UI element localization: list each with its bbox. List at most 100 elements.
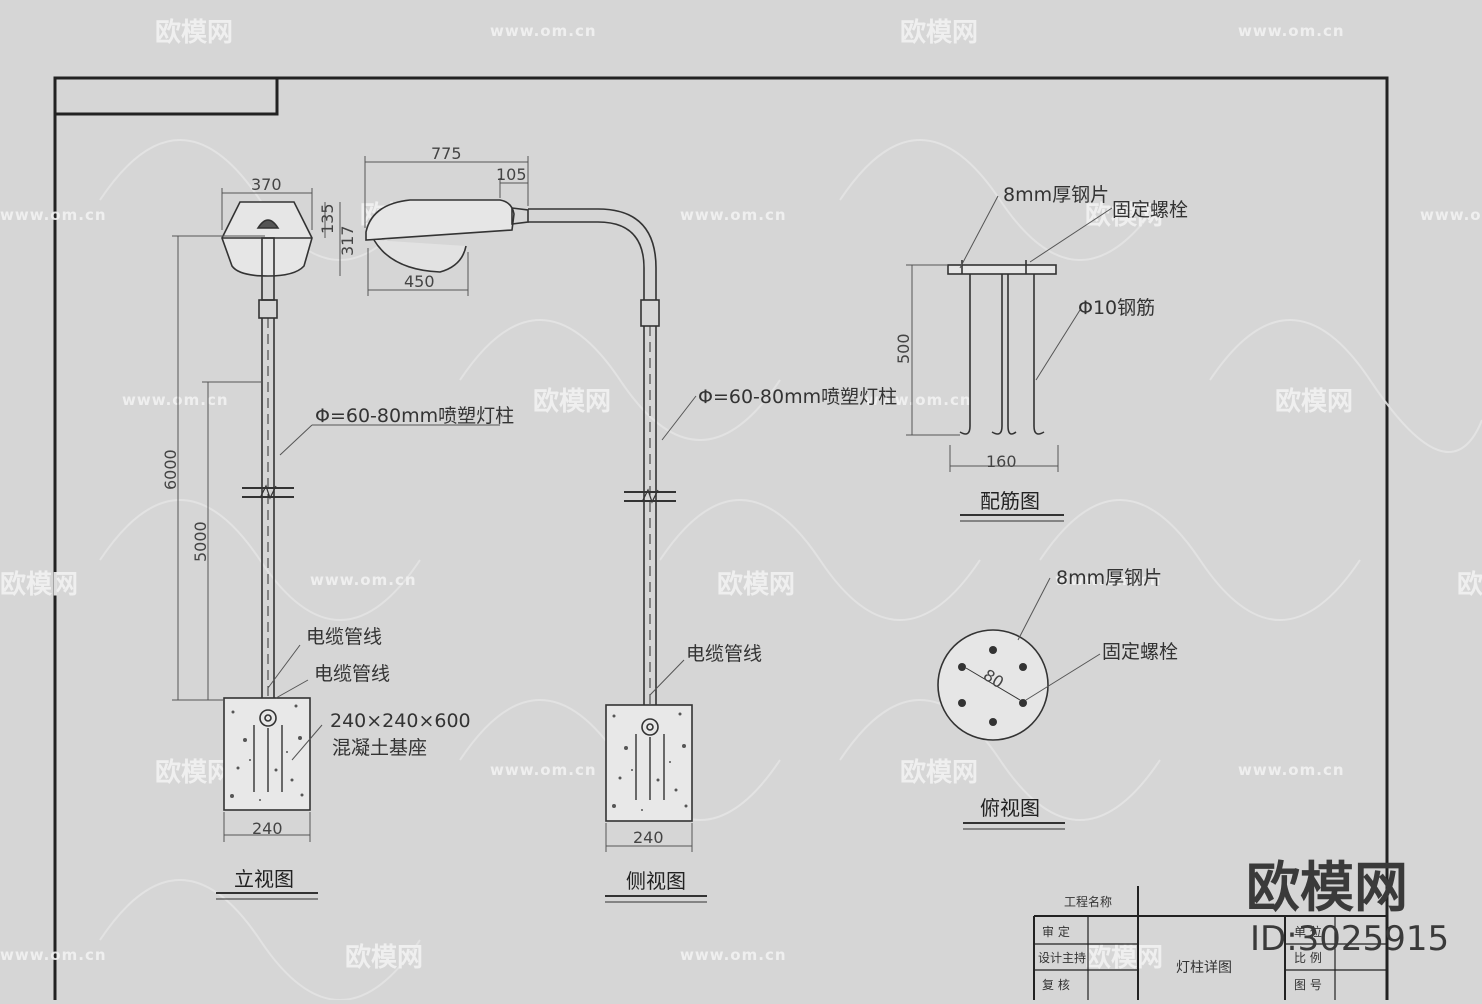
wm-brand: 欧模网 xyxy=(155,757,233,788)
front-dim-base-w: 240 xyxy=(252,819,283,838)
side-dim-lamp: 450 xyxy=(404,272,435,291)
front-label-cable2: 电缆管线 xyxy=(314,663,390,685)
side-lamp-body xyxy=(365,199,515,241)
front-base xyxy=(223,697,311,811)
tb-right-row-2: 比 例 xyxy=(1294,951,1322,965)
front-lamp-head xyxy=(221,201,313,277)
rebar-label-rebar: Φ10钢筋 xyxy=(1078,297,1155,319)
wm-site: www.om.cn xyxy=(490,22,597,40)
side-view-title: 侧视图 xyxy=(626,869,686,893)
front-lamp-cap xyxy=(256,219,280,229)
side-label-cable: 电缆管线 xyxy=(686,643,762,665)
front-view-title: 立视图 xyxy=(234,867,294,891)
front-dim-head-total: 317 xyxy=(338,225,357,256)
top-title-underline xyxy=(963,822,1065,830)
rebar-bar-2 xyxy=(991,274,1017,435)
side-base-rebar xyxy=(635,734,665,800)
top-label-bolt: 固定螺栓 xyxy=(1102,641,1178,663)
side-base xyxy=(605,704,693,822)
side-leaders xyxy=(649,395,697,696)
wm-brand: 欧模网 xyxy=(900,757,978,788)
top-label-plate: 8mm厚钢片 xyxy=(1056,567,1162,589)
side-title-underline xyxy=(605,895,707,903)
rebar-bar-1 xyxy=(959,274,971,435)
wm-site: www.om.cn xyxy=(122,391,229,409)
side-dim-base-w: 240 xyxy=(633,828,664,847)
top-view-title: 俯视图 xyxy=(980,796,1040,820)
front-base-rebar xyxy=(253,725,283,792)
front-label-cable1: 电缆管线 xyxy=(306,626,382,648)
tb-right-row-3: 图 号 xyxy=(1294,978,1322,992)
wm-brand: 欧模网 xyxy=(1275,386,1353,417)
drawing-frame xyxy=(53,76,1389,1004)
tb-row-1: 审 定 xyxy=(1042,924,1070,939)
front-lamp-joint xyxy=(258,299,278,319)
front-label-base-desc: 混凝土基座 xyxy=(332,737,427,759)
wm-big-brand: 欧模网 xyxy=(1246,856,1408,919)
rebar-title-underline xyxy=(960,514,1064,522)
tb-row-2: 设计主持 xyxy=(1038,950,1086,965)
wm-site: www.om.cn xyxy=(490,761,597,779)
rebar-dimensions xyxy=(906,264,1059,472)
wm-brand: 欧模网 xyxy=(533,386,611,417)
wm-brand: 欧模网 xyxy=(0,569,78,600)
wm-site: www.om.cn xyxy=(865,391,972,409)
rebar-view xyxy=(906,195,1113,472)
top-leaders xyxy=(1017,577,1101,701)
rebar-plate xyxy=(947,264,1057,275)
wm-site: www.om.cn xyxy=(1420,206,1482,224)
top-view xyxy=(937,577,1101,741)
front-label-base-size: 240×240×600 xyxy=(330,710,471,732)
wm-site: www.om.cn xyxy=(1055,571,1162,589)
rebar-view-title: 配筋图 xyxy=(980,489,1040,513)
wm-brand: 欧模网 xyxy=(1085,942,1163,973)
front-leaders xyxy=(267,424,500,761)
side-view xyxy=(364,156,697,852)
wm-site: www.om.cn xyxy=(1238,761,1345,779)
tb-drawing-name: 灯柱详图 xyxy=(1176,960,1232,976)
front-dim-pole-h: 5000 xyxy=(191,521,210,562)
front-base-conduit xyxy=(259,709,277,727)
wm-site: www.om.cn xyxy=(680,946,787,964)
side-dim-arm: 775 xyxy=(431,144,462,163)
side-base-conduit xyxy=(641,718,659,736)
wm-brand: 欧模网 xyxy=(1085,200,1163,231)
wm-brand: 欧模网 xyxy=(900,17,978,48)
side-arm-inner xyxy=(528,221,645,300)
title-block xyxy=(1033,886,1387,1000)
side-label-pole: Φ=60-80mm喷塑灯柱 xyxy=(698,386,897,408)
side-arm-joint xyxy=(640,299,660,327)
front-base-aggregate xyxy=(230,704,304,801)
rebar-dim-height: 500 xyxy=(894,333,913,364)
side-base-conduit-inner xyxy=(646,723,654,731)
rebar-dim-width: 160 xyxy=(986,452,1017,471)
wm-brand: 欧模网 xyxy=(717,569,795,600)
top-plate-circle xyxy=(937,629,1049,741)
watermark-layer: 欧模网 www.om.cn 欧模网 www.om.cn www.om.cn 欧模… xyxy=(0,17,1482,1001)
front-title-underline xyxy=(216,892,318,900)
side-dimensions xyxy=(364,156,693,852)
front-dim-total-h: 6000 xyxy=(161,449,180,490)
top-dim-line xyxy=(965,667,1021,701)
side-arm-outer xyxy=(528,208,657,300)
wm-site: www.om.cn xyxy=(0,946,107,964)
rebar-label-bolt: 固定螺栓 xyxy=(1112,199,1188,221)
front-view xyxy=(172,188,500,842)
front-dim-head-w: 370 xyxy=(251,175,282,194)
wm-brand: 欧模网 xyxy=(345,942,423,973)
wm-site: www.om.cn xyxy=(0,206,107,224)
wm-id: ID:3025915 xyxy=(1250,919,1449,959)
rebar-label-plate: 8mm厚钢片 xyxy=(1003,184,1109,206)
rebar-leaders xyxy=(959,195,1113,381)
wm-brand: 欧模网 xyxy=(155,17,233,48)
front-dim-head-h: 135 xyxy=(318,203,337,234)
wm-brand: 欧模网 xyxy=(1457,569,1482,600)
side-base-aggregate xyxy=(612,712,688,811)
front-label-pole: Φ=60-80mm喷塑灯柱 xyxy=(315,405,514,427)
wm-site: www.om.cn xyxy=(310,571,417,589)
rebar-bar-3 xyxy=(1033,274,1045,435)
wm-site: www.om.cn xyxy=(1238,22,1345,40)
side-break-zigzag xyxy=(641,488,659,504)
